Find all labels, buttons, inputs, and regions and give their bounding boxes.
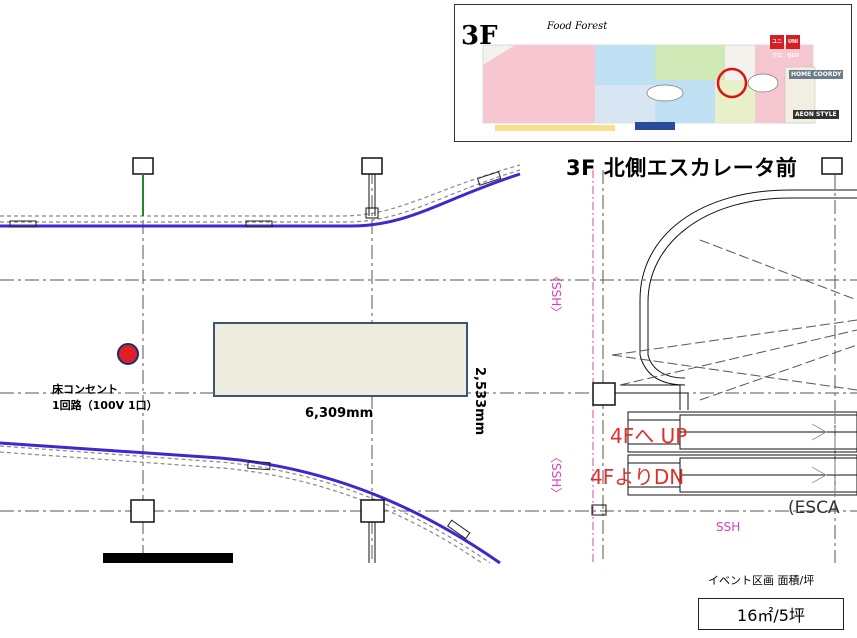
outlet-label: 床コンセント xyxy=(52,383,118,396)
escalator-down-label: 4FよりDN xyxy=(590,465,685,489)
area-value-box: 16㎡/5坪 xyxy=(698,598,844,630)
minimap-highlight-marker xyxy=(716,67,748,99)
event-booth xyxy=(213,322,468,397)
escalator-up-label: 4Fへ UP xyxy=(610,424,688,448)
escalator-arrows xyxy=(811,410,836,497)
aeon-style-label: AEON STYLE xyxy=(793,110,839,119)
minimap-drawing xyxy=(482,44,816,131)
booth-width-dimension: 6,309mm xyxy=(305,406,374,421)
outlet-spec: 1回路（100V 1口） xyxy=(52,399,158,412)
ssh-marker: SSH xyxy=(716,520,741,534)
area-caption: イベント区画 面積/坪 xyxy=(708,574,815,587)
escalator-hood xyxy=(615,189,857,410)
hood-hatch xyxy=(611,239,857,401)
floor-outlet-marker xyxy=(117,343,139,365)
escalator-down xyxy=(627,454,857,496)
home-coordy-label: HOME COORDY xyxy=(789,70,844,79)
uniqlo-logo: ユニクロ xyxy=(770,35,784,59)
escalator-tag: (ESCA xyxy=(788,498,840,518)
uniqlo-logo-en: UNI QLO xyxy=(786,35,800,59)
column-stubs xyxy=(365,174,607,563)
minimap-floor-label: 3F xyxy=(461,21,498,51)
columns xyxy=(130,157,843,523)
booth-depth-dimension: 2,533mm xyxy=(472,367,487,436)
black-bar xyxy=(103,553,233,563)
lower-wall xyxy=(0,441,501,565)
escalator-up xyxy=(627,411,857,453)
floor-minimap: 3F Food Forest ユニクロ UNI QLO HOME COORDY … xyxy=(454,4,852,142)
minimap-brand-label: Food Forest xyxy=(547,21,608,32)
upper-wall xyxy=(0,164,521,228)
ssh-marker-vertical-top: 〈SSH〉 xyxy=(549,270,563,319)
page-title: 3F 北側エスカレータ前 xyxy=(566,156,798,180)
ssh-marker-vertical-bottom: 〈SSH〉 xyxy=(549,451,563,500)
